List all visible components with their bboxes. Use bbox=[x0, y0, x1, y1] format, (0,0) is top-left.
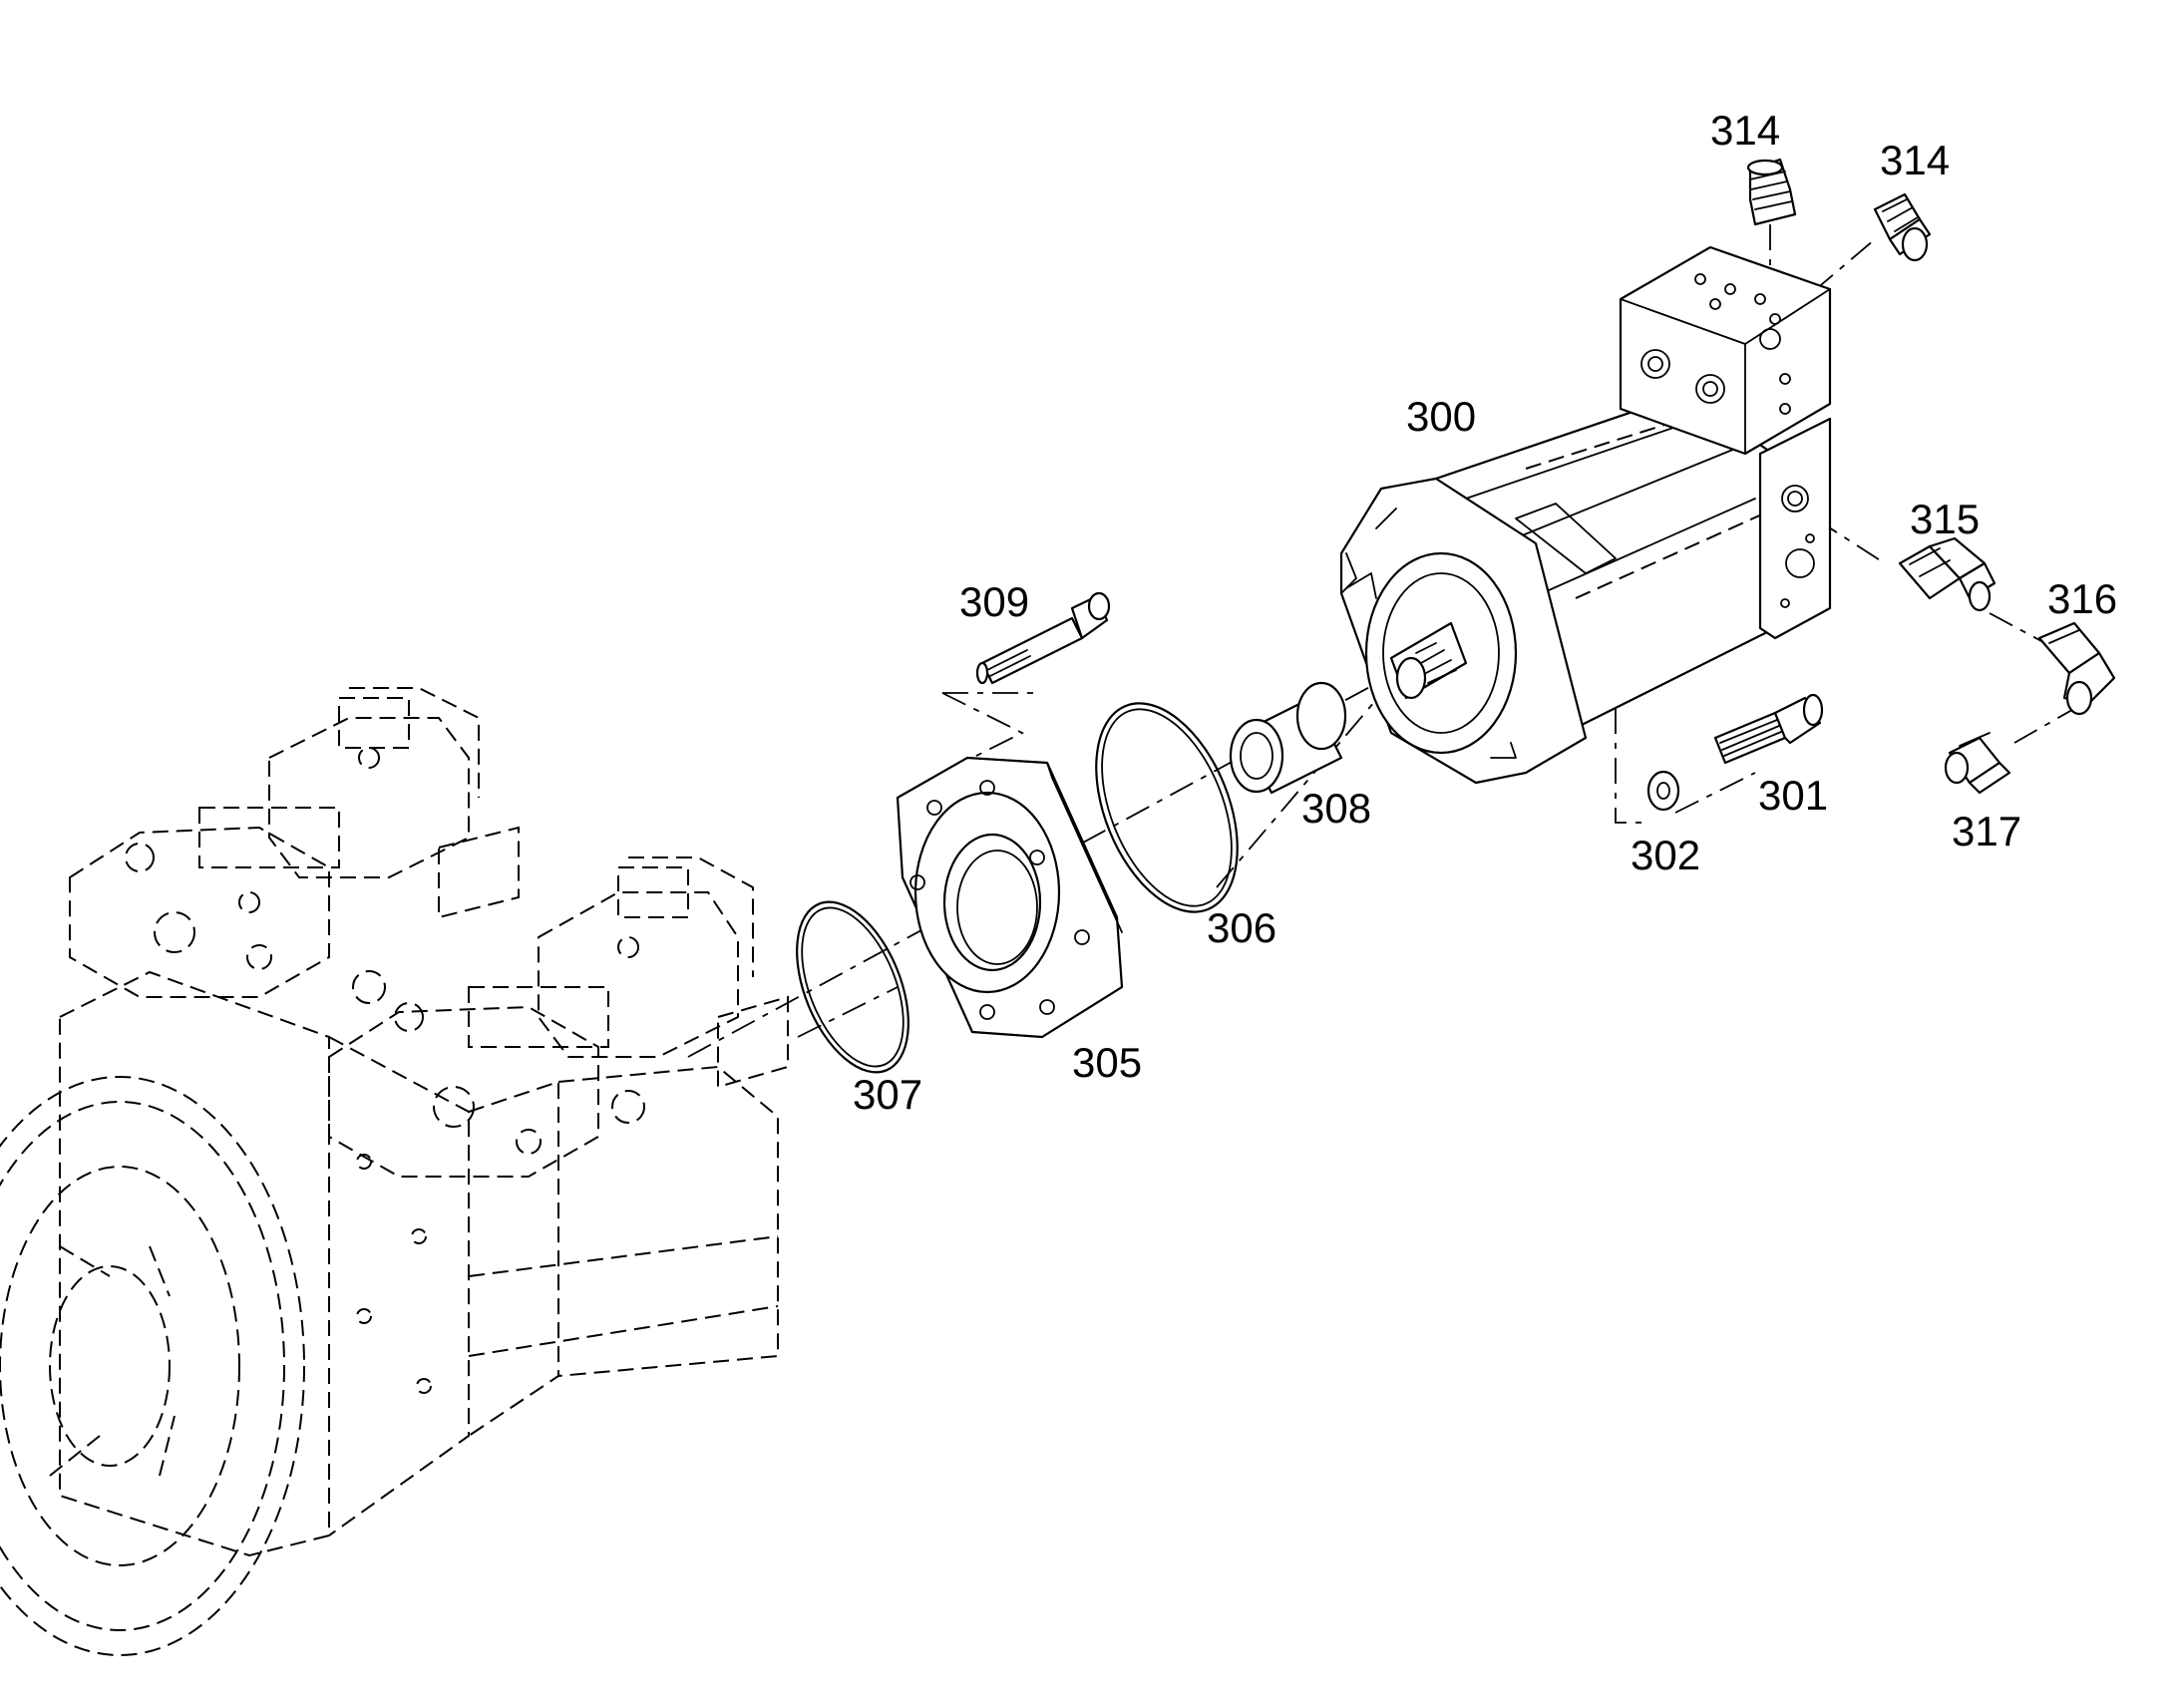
part-314-fitting-vertical bbox=[1746, 158, 1797, 226]
callout-307: 307 bbox=[853, 1071, 922, 1118]
part-316-elbow bbox=[2037, 621, 2116, 716]
callout-314-vertical: 314 bbox=[1710, 107, 1780, 154]
part-308-coupling-sleeve bbox=[1229, 681, 1347, 795]
part-305-adapter-flange bbox=[896, 756, 1124, 1039]
part-302-washer bbox=[1646, 770, 1680, 812]
callout-labels: 300 301 302 305 306 307 308 309 314 314 … bbox=[853, 107, 2117, 1118]
callout-317: 317 bbox=[1952, 808, 2021, 854]
part-314-fitting-angled bbox=[1873, 192, 1932, 262]
callout-306: 306 bbox=[1207, 904, 1276, 951]
main-pump-assembly bbox=[0, 687, 789, 1656]
callout-305: 305 bbox=[1072, 1039, 1142, 1086]
part-317-plug bbox=[1944, 732, 2011, 795]
part-306-o-ring-large bbox=[1095, 702, 1239, 913]
callout-316: 316 bbox=[2047, 575, 2117, 622]
callout-315: 315 bbox=[1910, 496, 1980, 542]
callout-302: 302 bbox=[1631, 832, 1700, 878]
part-315-union bbox=[1898, 536, 1997, 612]
part-309-cap-screw bbox=[975, 591, 1111, 685]
part-307-o-ring-small bbox=[796, 900, 909, 1074]
part-300-travel-motor bbox=[1339, 245, 1832, 785]
callout-308: 308 bbox=[1301, 785, 1371, 832]
callout-314-angled: 314 bbox=[1880, 137, 1950, 183]
part-301-bolt bbox=[1713, 693, 1824, 765]
callout-300: 300 bbox=[1406, 393, 1476, 440]
callout-309: 309 bbox=[959, 578, 1029, 625]
callout-301: 301 bbox=[1758, 772, 1828, 819]
